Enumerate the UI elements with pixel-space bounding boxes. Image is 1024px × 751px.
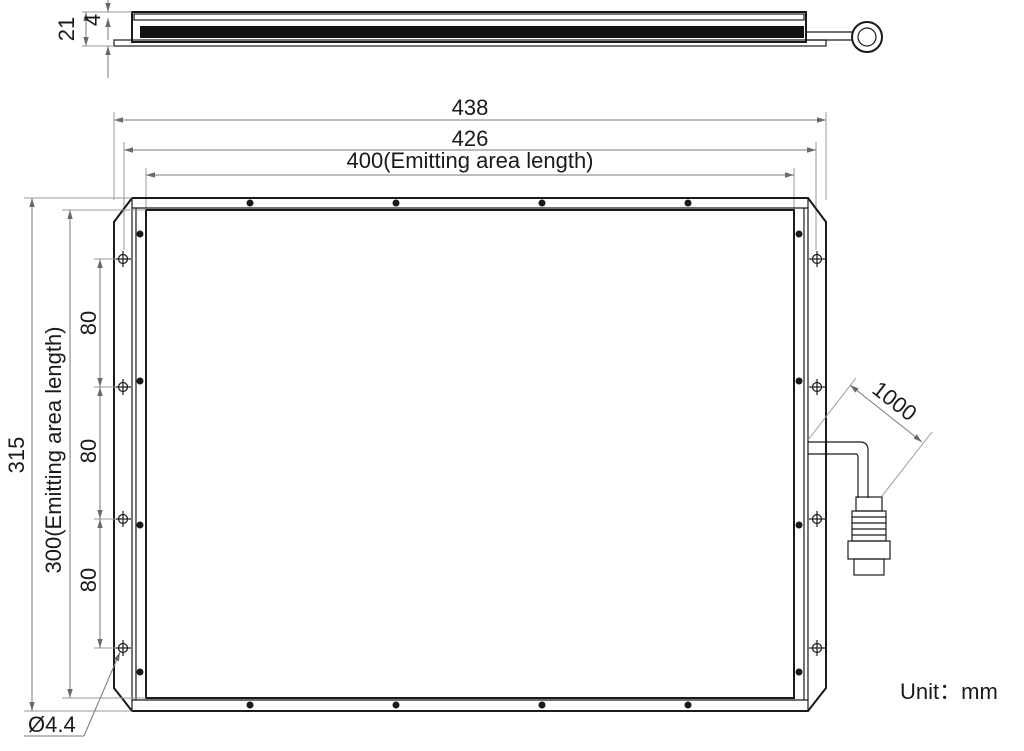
side-view: 21 4 xyxy=(54,0,883,78)
hole-diameter-label: Ø4.4 xyxy=(28,712,76,737)
mounting-hole-icon xyxy=(809,640,825,656)
bottom-screws xyxy=(246,701,692,709)
cable-ext-line-1 xyxy=(807,377,857,441)
side-height-label: 21 xyxy=(54,17,79,41)
emitting-width-label: 300(Emitting area length) xyxy=(41,326,66,573)
cable-outer xyxy=(808,441,869,498)
side-screws xyxy=(136,230,803,676)
screw-icon xyxy=(795,521,803,529)
panel-outer-frame xyxy=(113,197,827,712)
screw-icon xyxy=(136,521,144,529)
screw-icon xyxy=(538,701,546,709)
side-view-emitting-layer xyxy=(140,26,804,38)
side-view-connector-core xyxy=(857,27,877,47)
screw-icon xyxy=(136,668,144,676)
screw-icon xyxy=(684,199,692,207)
mounting-hole-icon xyxy=(115,511,131,527)
pitch-top-label: 80 xyxy=(76,311,101,335)
front-view: 1000 xyxy=(113,197,933,712)
hole-diameter-callout: Ø4.4 xyxy=(24,651,121,737)
pitch-bottom-label: 80 xyxy=(76,568,101,592)
screw-icon xyxy=(136,377,144,385)
mounting-length-label: 426 xyxy=(452,126,489,151)
screw-icon xyxy=(136,230,144,238)
unit-label: Unit：mm xyxy=(900,679,998,704)
cable-ext-line-2 xyxy=(881,431,933,497)
screw-icon xyxy=(392,199,400,207)
left-mounting-holes xyxy=(115,251,131,656)
side-view-body xyxy=(131,11,807,43)
screw-icon xyxy=(392,701,400,709)
screw-icon xyxy=(246,701,254,709)
screw-icon xyxy=(246,199,254,207)
screw-icon xyxy=(795,377,803,385)
hole-leader-line xyxy=(83,651,121,737)
pitch-middle-label: 80 xyxy=(76,439,101,463)
side-view-connector-ring xyxy=(851,21,883,53)
emitting-length-label: 400(Emitting area length) xyxy=(346,148,593,173)
mounting-hole-icon xyxy=(115,251,131,267)
side-thickness-label: 4 xyxy=(80,14,105,26)
connector-tip xyxy=(853,558,885,576)
screw-icon xyxy=(684,701,692,709)
screw-icon xyxy=(538,199,546,207)
mounting-hole-icon xyxy=(115,640,131,656)
cable-length-label: 1000 xyxy=(868,376,922,426)
cable-connector xyxy=(808,441,891,576)
right-mounting-holes xyxy=(809,251,825,656)
overall-width-label: 315 xyxy=(4,437,29,474)
mounting-hole-icon xyxy=(809,511,825,527)
mounting-hole-icon xyxy=(809,251,825,267)
overall-length-label: 438 xyxy=(452,95,489,120)
cable-length-dim-line xyxy=(849,384,923,443)
cable-inner xyxy=(808,453,859,498)
vertical-dimensions: 315 300(Emitting area length) 80 80 80 xyxy=(4,197,146,712)
side-view-top-strip xyxy=(133,13,805,21)
mounting-hole-icon xyxy=(115,379,131,395)
connector-collar xyxy=(855,496,883,512)
connector-body xyxy=(851,510,887,542)
horizontal-dimensions: 438 426 400(Emitting area length) xyxy=(113,95,827,250)
top-screws xyxy=(246,199,692,207)
screw-icon xyxy=(795,230,803,238)
emitting-area xyxy=(145,209,795,699)
connector-nut xyxy=(847,540,891,560)
mounting-hole-icon xyxy=(809,379,825,395)
side-view-base-plate xyxy=(113,39,827,47)
screw-icon xyxy=(795,668,803,676)
